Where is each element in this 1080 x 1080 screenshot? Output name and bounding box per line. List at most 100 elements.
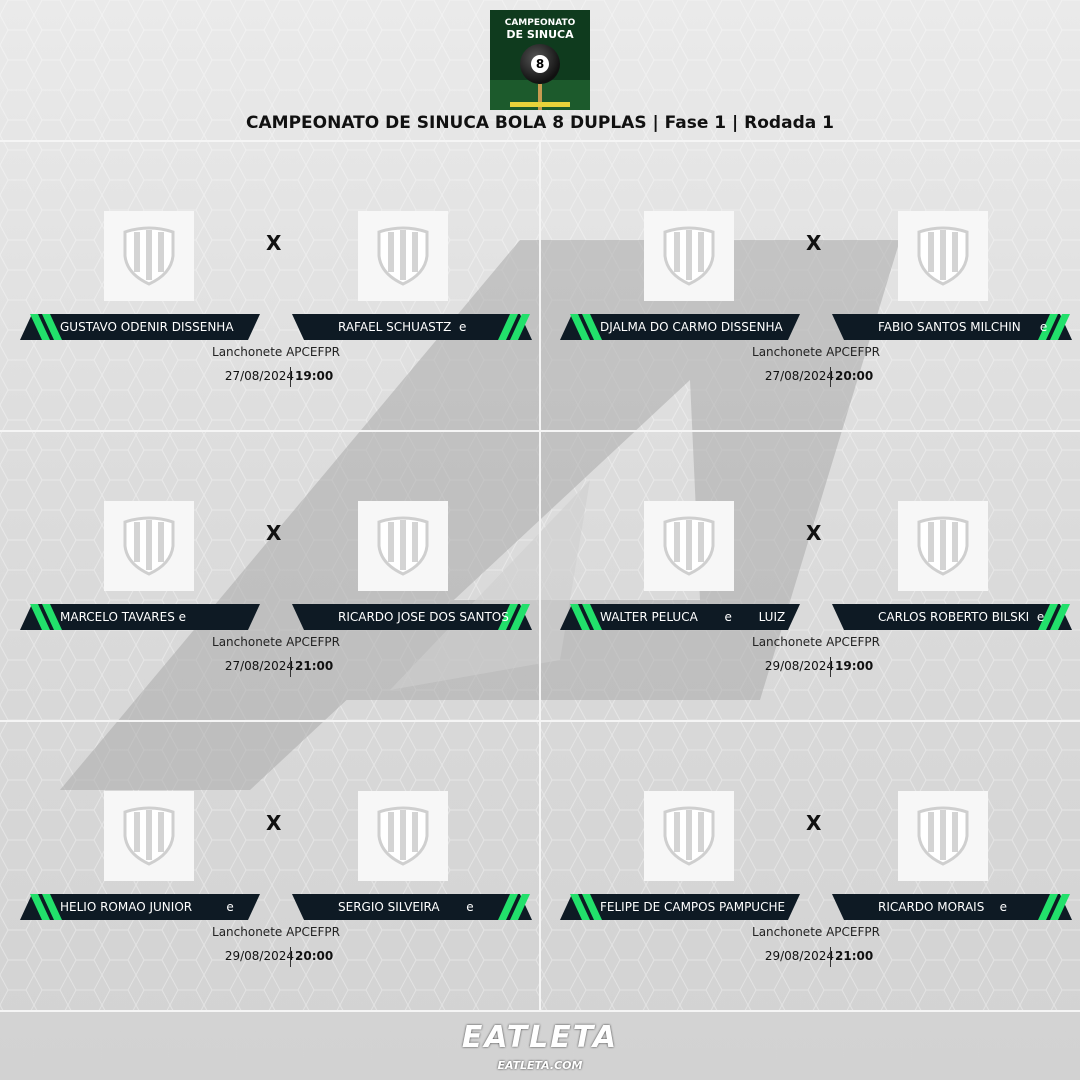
match-datetime: 29/08/2024 21:00 [540,947,1080,967]
match-datetime: 27/08/2024 21:00 [0,657,552,677]
team-b-name: RICARDO JOSE DOS SANTOS [338,610,509,624]
shield-icon [663,226,715,286]
team-b-bar: RICARDO JOSE DOS SANTOS [292,604,532,630]
grid-divider [0,1010,1080,1012]
shield-icon [917,226,969,286]
match-date: 27/08/2024 [224,659,294,673]
divider [830,947,831,967]
versus-label: X [806,231,822,255]
team-a-name: WALTER PELUCA e LUIZ [600,610,786,624]
versus-label: X [806,811,822,835]
team-b-crest [358,501,448,591]
team-b-name: SERGIO SILVEIRA e [338,900,474,914]
shield-icon [123,226,175,286]
match-time: 20:00 [835,369,874,383]
divider [290,947,291,967]
shield-icon [123,516,175,576]
venue: Lanchonete APCEFPR [212,345,340,359]
name-bar-shape [292,314,532,340]
team-b-name: RAFAEL SCHUASTZ e [338,320,467,334]
team-a-crest [104,211,194,301]
venue: Lanchonete APCEFPR [212,635,340,649]
shield-icon [917,516,969,576]
team-b-bar: CARLOS ROBERTO BILSKI e [832,604,1072,630]
name-bar-shape [20,314,260,340]
match-card: X DJALMA DO CARMO DISSENHA FABI [540,141,1080,431]
team-b-bar: RAFAEL SCHUASTZ e [292,314,532,340]
match-card: X WALTER PELUCA e LUIZ [540,431,1080,721]
venue: Lanchonete APCEFPR [212,925,340,939]
team-a-bar: MARCELO TAVARES e [20,604,260,630]
team-a-name: FELIPE DE CAMPOS PAMPUCHE [600,900,786,914]
divider [290,657,291,677]
match-card: X GUSTAVO ODENIR DISSENHA RAFAE [0,141,540,431]
name-bar-shape [560,314,800,340]
page-title: CAMPEONATO DE SINUCA BOLA 8 DUPLAS | Fas… [246,113,834,133]
match-time: 19:00 [295,369,334,383]
shield-icon [123,806,175,866]
team-a-bar: FELIPE DE CAMPOS PAMPUCHE [560,894,800,920]
match-date: 29/08/2024 [224,949,294,963]
poster-banner [510,102,570,107]
brand-logo: EATLETA [461,1020,619,1055]
team-a-name: HELIO ROMAO JUNIOR e [60,900,234,914]
shield-icon [663,516,715,576]
cue-icon [538,84,542,110]
match-datetime: 27/08/2024 20:00 [540,367,1080,387]
match-datetime: 29/08/2024 19:00 [540,657,1080,677]
shield-icon [663,806,715,866]
ball-number: 8 [531,55,549,73]
name-bar-shape [20,894,260,920]
team-a-bar: DJALMA DO CARMO DISSENHA [560,314,800,340]
divider [830,367,831,387]
poster-title-line1: CAMPEONATO [504,18,576,28]
name-bar-shape [832,604,1072,630]
versus-label: X [266,521,282,545]
versus-label: X [806,521,822,545]
venue: Lanchonete APCEFPR [752,635,880,649]
match-datetime: 29/08/2024 20:00 [0,947,552,967]
match-time: 19:00 [835,659,874,673]
divider [830,657,831,677]
match-date: 29/08/2024 [764,949,834,963]
match-time: 21:00 [295,659,334,673]
poster-title-line2: DE SINUCA [506,28,574,41]
eight-ball-icon: 8 [520,44,560,84]
match-datetime: 27/08/2024 19:00 [0,367,552,387]
match-card: X MARCELO TAVARES e RICARDO JOS [0,431,540,721]
name-bar-shape [832,894,1072,920]
team-a-bar: GUSTAVO ODENIR DISSENHA [20,314,260,340]
match-card: X HELIO ROMAO JUNIOR e [0,721,540,1011]
tournament-poster: CAMPEONATO DE SINUCA 8 [490,10,590,110]
team-b-name: FABIO SANTOS MILCHIN e [878,320,1048,334]
team-a-bar: WALTER PELUCA e LUIZ [560,604,800,630]
name-bar-shape [292,604,532,630]
match-date: 27/08/2024 [764,369,834,383]
team-b-crest [898,791,988,881]
team-b-bar: SERGIO SILVEIRA e [292,894,532,920]
shield-icon [377,516,429,576]
brand-url: EATLETA.COM [497,1059,583,1072]
venue: Lanchonete APCEFPR [752,345,880,359]
venue: Lanchonete APCEFPR [752,925,880,939]
team-b-name: RICARDO MORAIS e [878,900,1007,914]
team-b-bar: RICARDO MORAIS e [832,894,1072,920]
team-b-name: CARLOS ROBERTO BILSKI e [878,610,1045,624]
shield-icon [377,226,429,286]
match-card: X FELIPE DE CAMPOS PAMPUCHE RIC [540,721,1080,1011]
name-bar-shape [832,314,1072,340]
shield-icon [377,806,429,866]
header: CAMPEONATO DE SINUCA 8 CAMPEONATO DE SIN… [0,0,1080,140]
team-a-crest [644,791,734,881]
name-bar-shape [560,894,800,920]
team-a-crest [644,211,734,301]
match-date: 27/08/2024 [224,369,294,383]
versus-label: X [266,231,282,255]
name-bar-shape [292,894,532,920]
name-bar-shape [560,604,800,630]
team-a-name: MARCELO TAVARES e [60,610,187,624]
team-b-crest [358,791,448,881]
team-a-crest [104,791,194,881]
versus-label: X [266,811,282,835]
match-time: 21:00 [835,949,874,963]
